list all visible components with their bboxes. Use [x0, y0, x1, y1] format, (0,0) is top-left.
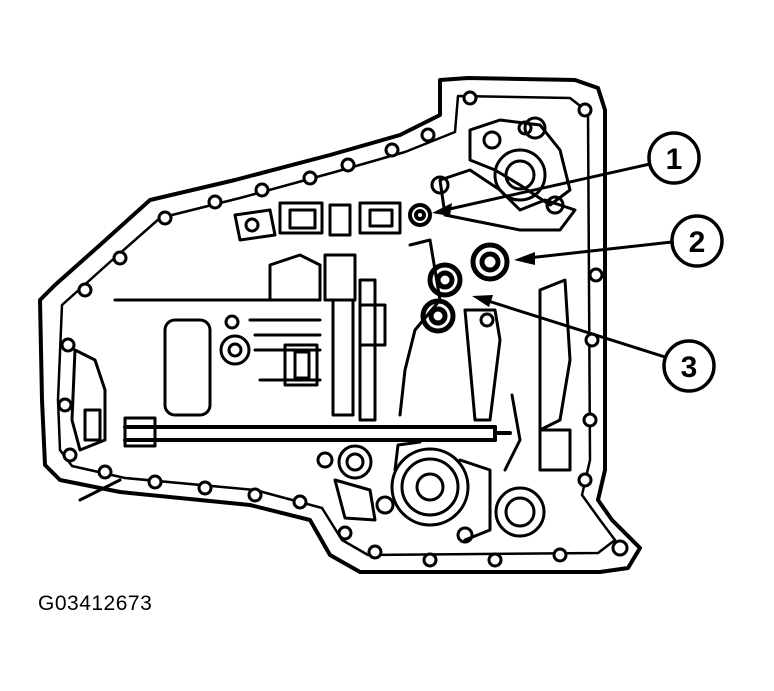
- lower-components: [316, 440, 546, 544]
- shift-rod: [123, 425, 512, 442]
- figure-id: G03412673: [38, 592, 153, 615]
- left-components: [70, 253, 322, 452]
- bolt-holes: [57, 90, 629, 568]
- housing-outline: [38, 76, 642, 574]
- seal-1: [408, 203, 432, 227]
- callout-2-circle: [670, 214, 724, 268]
- leader-lines: [443, 162, 674, 359]
- housing-inner-gasket: [56, 94, 617, 557]
- callout-3-label: 3: [681, 351, 698, 384]
- callout-2-label: 2: [689, 226, 706, 259]
- seal-3: [420, 262, 463, 334]
- callout-1-label: 1: [666, 143, 683, 176]
- callout-1-circle: [647, 131, 701, 185]
- center-valve: [78, 238, 572, 502]
- callout-3-circle: [662, 339, 716, 393]
- seal-2: [470, 242, 510, 282]
- upper-valve-ports: [233, 116, 577, 242]
- arrowheads: [432, 203, 535, 307]
